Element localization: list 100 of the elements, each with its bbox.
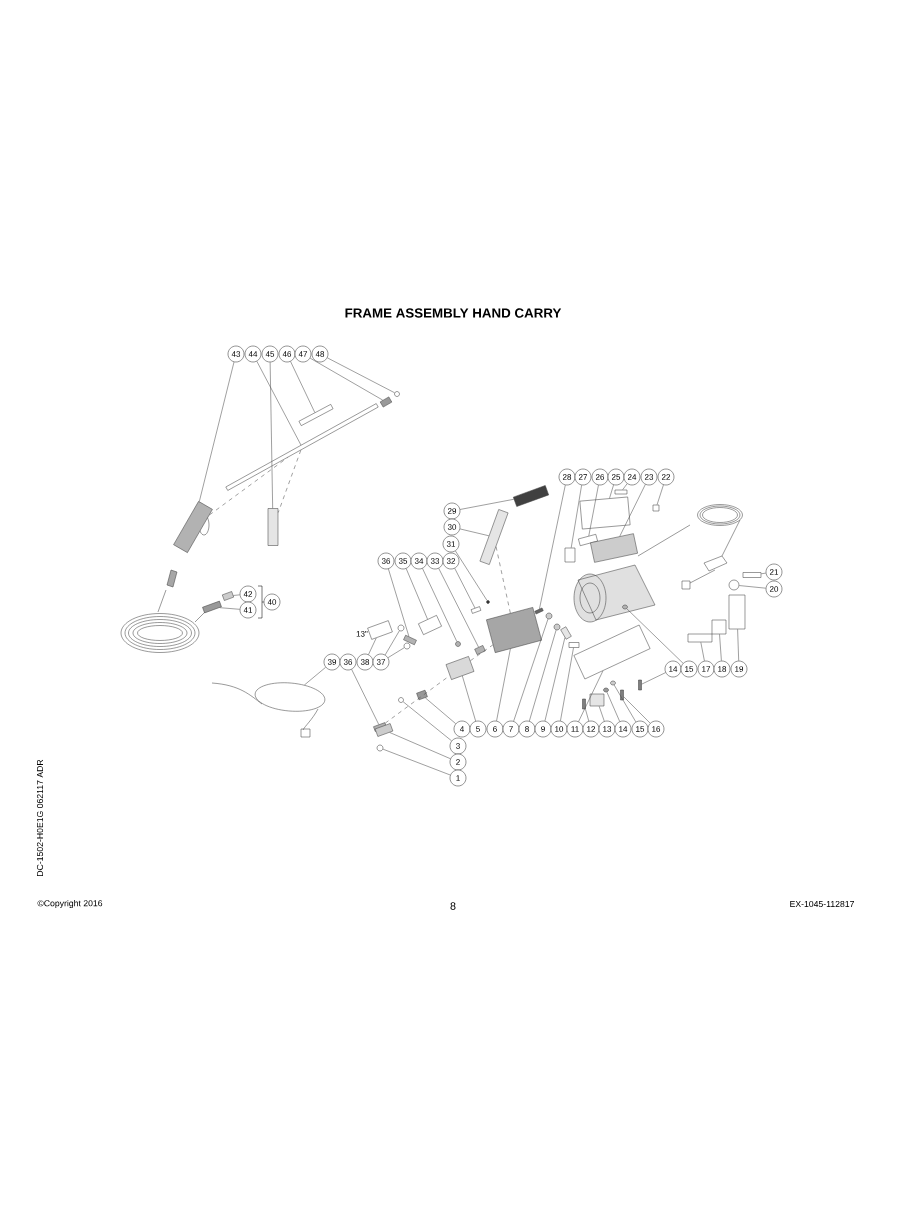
rubber-foot — [589, 693, 605, 707]
callout-number: 11 — [566, 720, 584, 738]
document-number: EX-1045-112817 — [790, 900, 854, 908]
callout-number: 19 — [730, 660, 748, 678]
leader-line — [622, 483, 628, 490]
leader-line — [606, 691, 620, 722]
callout-number: 48 — [311, 345, 329, 363]
callout-number: 43 — [227, 345, 245, 363]
page-number: 8 — [450, 902, 456, 910]
drawing-number: DC-1502-H0E1G 062117 ADR — [36, 759, 44, 876]
leader-line — [389, 732, 451, 759]
leader-line — [209, 457, 288, 516]
hose-loop — [254, 682, 326, 712]
leader-line — [560, 647, 574, 722]
callout-number: 29 — [443, 502, 461, 520]
callout-number: 1 — [449, 769, 467, 787]
leader-line — [570, 484, 582, 548]
callout-number: 31 — [442, 535, 460, 553]
wand — [225, 403, 379, 491]
leader-line — [626, 608, 684, 664]
leader-line — [438, 568, 479, 648]
spray-gun — [173, 501, 213, 553]
leader-line — [455, 550, 488, 601]
screw — [620, 689, 624, 701]
leader-line — [496, 648, 511, 722]
washer — [610, 680, 616, 686]
o-ring — [397, 624, 405, 632]
leader-line — [529, 629, 557, 722]
leader-line — [459, 528, 490, 537]
leader-line — [656, 484, 664, 505]
leader-line — [290, 361, 316, 413]
callout-number: 23 — [640, 468, 658, 486]
callout-number: 6 — [486, 720, 504, 738]
callout-number: 42 — [239, 585, 257, 603]
decal — [742, 572, 762, 578]
leader-line — [233, 594, 241, 596]
leader-line — [219, 607, 241, 610]
leader-line — [513, 618, 549, 722]
decal — [298, 404, 334, 426]
callout-number: 13 — [598, 720, 616, 738]
decal — [614, 489, 628, 495]
title: FRAME ASSEMBLY HAND CARRY — [345, 308, 562, 318]
leader-line — [578, 670, 604, 722]
small-decal — [652, 504, 660, 512]
fitting — [560, 626, 572, 640]
washer — [486, 600, 490, 604]
fitting — [545, 612, 553, 620]
callout-number: 22 — [657, 468, 675, 486]
hose-fitting — [202, 600, 222, 614]
leader-line — [304, 667, 326, 686]
unloader-valve — [445, 656, 475, 680]
extension-tube — [267, 508, 279, 546]
callout-number: 47 — [294, 345, 312, 363]
fitting — [553, 623, 561, 631]
callout-number: 44 — [244, 345, 262, 363]
callout-number: 40 — [263, 593, 281, 611]
callout-number: 38 — [356, 653, 374, 671]
leader-line — [199, 361, 235, 502]
callout-number: 9 — [534, 720, 552, 738]
callout-number: 3 — [449, 737, 467, 755]
leader-line — [351, 669, 380, 725]
callout-number: 4 — [453, 720, 471, 738]
decal — [711, 619, 727, 635]
callout-number: 46 — [278, 345, 296, 363]
decal — [564, 547, 576, 563]
callout-number: 30 — [443, 518, 461, 536]
base-plate — [573, 624, 651, 680]
junction-box — [590, 533, 638, 563]
hose-loop — [367, 620, 393, 640]
size-label: 13" — [356, 631, 368, 637]
callout-number: 32 — [442, 552, 460, 570]
leader-line — [585, 709, 590, 722]
nipple — [403, 634, 417, 646]
leader-line — [470, 644, 494, 661]
leader-line — [588, 484, 599, 537]
callout-number: 37 — [372, 653, 390, 671]
leader-line — [405, 568, 428, 620]
callout-number: 8 — [518, 720, 536, 738]
leader-line — [623, 696, 651, 724]
leader-line — [619, 484, 646, 537]
handle-bracket — [479, 509, 509, 565]
leader-line — [327, 357, 395, 393]
cable-tie — [728, 579, 740, 591]
callout-number: 28 — [558, 468, 576, 486]
decal — [687, 633, 713, 643]
motor-cover — [579, 496, 631, 530]
nozzle-fitting — [379, 396, 393, 408]
o-ring — [398, 697, 404, 703]
callout-number: 14 — [614, 720, 632, 738]
callout-number: 16 — [647, 720, 665, 738]
leader-line — [385, 675, 450, 724]
leader-line — [737, 629, 739, 661]
callout-number: 18 — [713, 660, 731, 678]
handle-grip — [513, 485, 549, 507]
leader-line — [382, 748, 451, 776]
washer — [622, 604, 628, 610]
leader-line — [309, 357, 383, 401]
leader-line — [454, 568, 476, 609]
bolt — [470, 606, 482, 614]
callout-number: 36 — [377, 552, 395, 570]
